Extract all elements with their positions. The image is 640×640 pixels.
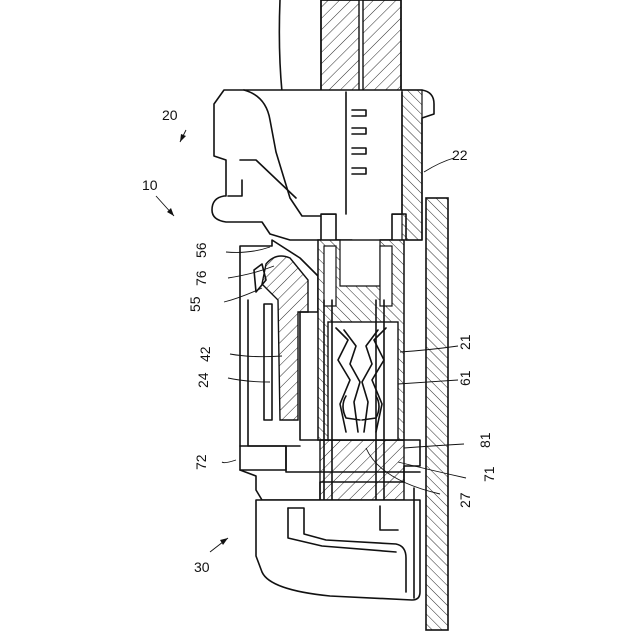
ref-55: 55 (187, 296, 203, 312)
ref-71: 71 (481, 466, 497, 482)
ref-10: 10 (142, 177, 158, 193)
ref-24: 24 (195, 372, 211, 388)
ref-30: 30 (194, 559, 210, 575)
upper-connector-housing (212, 90, 434, 248)
ref-27: 27 (457, 492, 473, 508)
ref-21: 21 (457, 334, 473, 350)
arrow-30-icon (210, 538, 228, 552)
arrow-10-icon (156, 196, 174, 216)
mounting-panel (426, 198, 448, 630)
ref-76: 76 (193, 270, 209, 286)
ref-42: 42 (197, 346, 213, 362)
lower-connector-housing (240, 240, 420, 600)
ref-20: 20 (162, 107, 178, 123)
ref-61: 61 (457, 370, 473, 386)
ref-81: 81 (477, 432, 493, 448)
ref-22: 22 (452, 147, 468, 163)
arrow-20-icon (180, 130, 186, 142)
ref-56: 56 (193, 242, 209, 258)
ref-72: 72 (193, 454, 209, 470)
